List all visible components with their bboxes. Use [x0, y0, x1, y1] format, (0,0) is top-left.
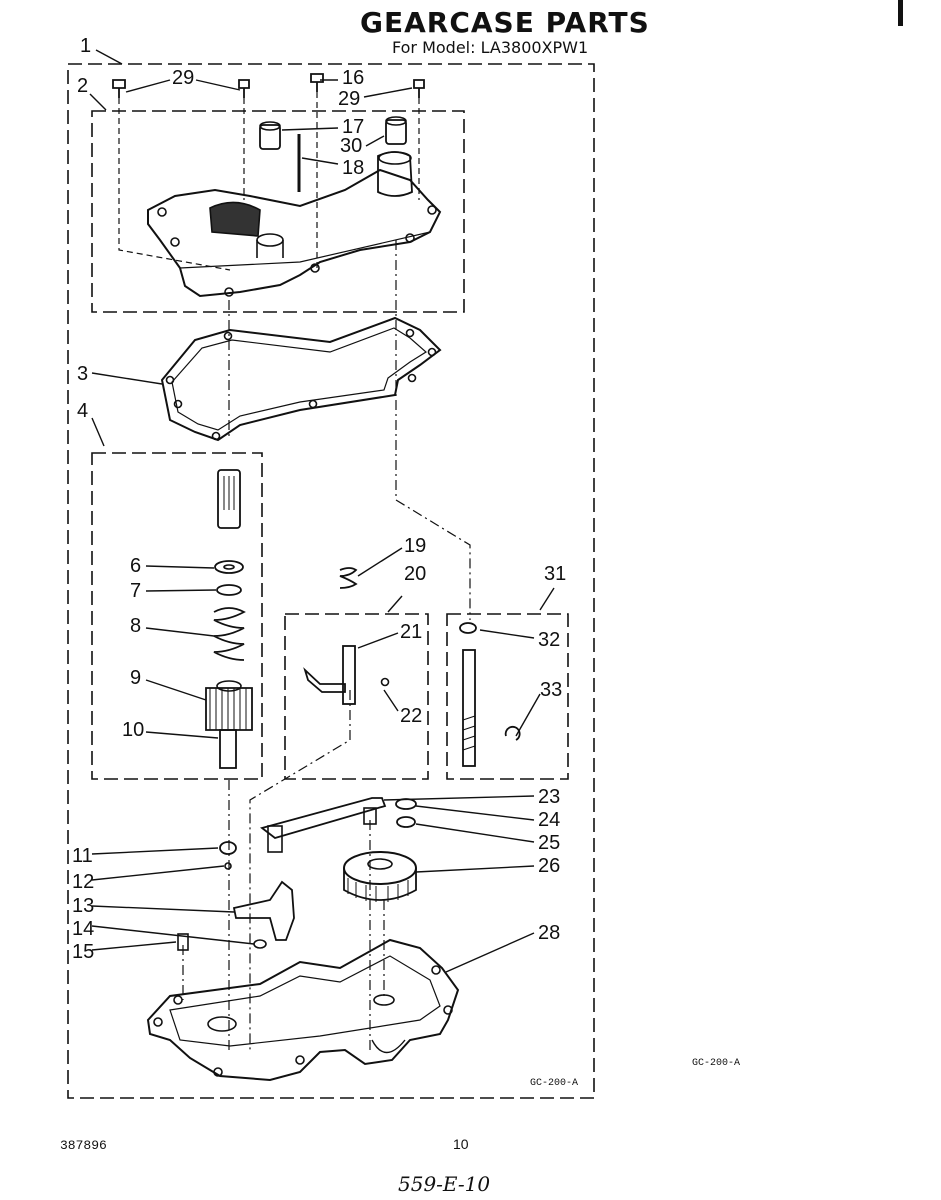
callout-17: 17 — [342, 116, 364, 138]
callout-28: 28 — [538, 922, 560, 944]
ball-11 — [219, 841, 237, 855]
callout-2: 2 — [77, 75, 88, 97]
page-number: 10 — [453, 1136, 469, 1152]
callout-29-top: 29 — [172, 67, 194, 89]
edge-mark — [898, 0, 903, 26]
shifter-shaft — [342, 645, 356, 705]
callout-16: 16 — [342, 67, 364, 89]
pinion-gear-9 — [205, 687, 253, 731]
screw-29-right — [413, 79, 425, 98]
callout-11: 11 — [72, 845, 93, 867]
drive-gear-26 — [343, 851, 417, 885]
spring-19 — [339, 567, 358, 589]
cover-assembly-box — [91, 110, 465, 313]
callout-13: 13 — [72, 895, 94, 917]
handwritten-note: 559-E-10 — [398, 1172, 491, 1196]
callout-23: 23 — [538, 786, 560, 808]
callout-3: 3 — [77, 363, 88, 385]
washer-32 — [459, 622, 477, 634]
diagram-code-box: GC-200-A — [530, 1078, 579, 1089]
bushing-30 — [385, 119, 407, 145]
shifter-cam-13 — [232, 880, 295, 941]
callout-26: 26 — [538, 855, 560, 877]
document-number: 387896 — [60, 1138, 107, 1153]
callout-21: 21 — [400, 621, 422, 643]
screw-29-mid — [238, 79, 250, 98]
washer-24 — [395, 798, 417, 810]
pin-15 — [177, 933, 189, 951]
pinion-assembly-box — [91, 452, 263, 780]
page-title: GEARCASE PARTS — [360, 6, 650, 39]
callout-8: 8 — [130, 615, 141, 637]
callout-18: 18 — [342, 157, 364, 179]
bushing-17 — [259, 124, 281, 150]
callout-7: 7 — [130, 580, 141, 602]
spring-8 — [213, 607, 246, 661]
clip-33 — [504, 725, 521, 741]
callout-24: 24 — [538, 809, 560, 831]
callout-33: 33 — [540, 679, 562, 701]
callout-6: 6 — [130, 555, 141, 577]
callout-30: 30 — [340, 135, 362, 157]
callout-29-right: 29 — [338, 88, 360, 110]
shifter-fork — [303, 667, 346, 693]
gearcase-housing — [146, 938, 460, 1082]
ball-12 — [224, 862, 232, 870]
callout-20: 20 — [404, 563, 426, 585]
callout-25: 25 — [538, 832, 560, 854]
callout-4: 4 — [77, 400, 88, 422]
model-line: For Model: LA3800XPW1 — [392, 38, 589, 57]
washer-25 — [396, 816, 416, 828]
callout-15: 15 — [72, 941, 94, 963]
outer-assembly-box — [67, 63, 595, 1099]
callout-10: 10 — [122, 719, 144, 741]
gearcase-cover — [147, 168, 442, 298]
callout-22: 22 — [400, 705, 422, 727]
diagram-code-side: GC-200-A — [692, 1058, 741, 1069]
callout-12: 12 — [72, 871, 94, 893]
callout-1: 1 — [80, 35, 91, 57]
agitator-shaft — [462, 649, 476, 767]
callout-14: 14 — [72, 918, 94, 940]
pinion-shaft-10 — [219, 729, 237, 769]
shaft-assembly-box — [446, 613, 569, 780]
washer-7 — [216, 584, 242, 596]
splined-shaft — [217, 469, 241, 529]
screw-16 — [310, 73, 324, 92]
callout-31: 31 — [544, 563, 566, 585]
gasket — [160, 316, 442, 442]
callout-19: 19 — [404, 535, 426, 557]
washer-6 — [214, 560, 244, 574]
shifter-lever-23 — [260, 797, 387, 839]
shifter-assembly-box — [284, 613, 429, 780]
screw-29-left — [112, 79, 126, 98]
callout-9: 9 — [130, 667, 141, 689]
callout-32: 32 — [538, 629, 560, 651]
washer-14 — [253, 939, 267, 949]
ring-22 — [380, 677, 390, 687]
